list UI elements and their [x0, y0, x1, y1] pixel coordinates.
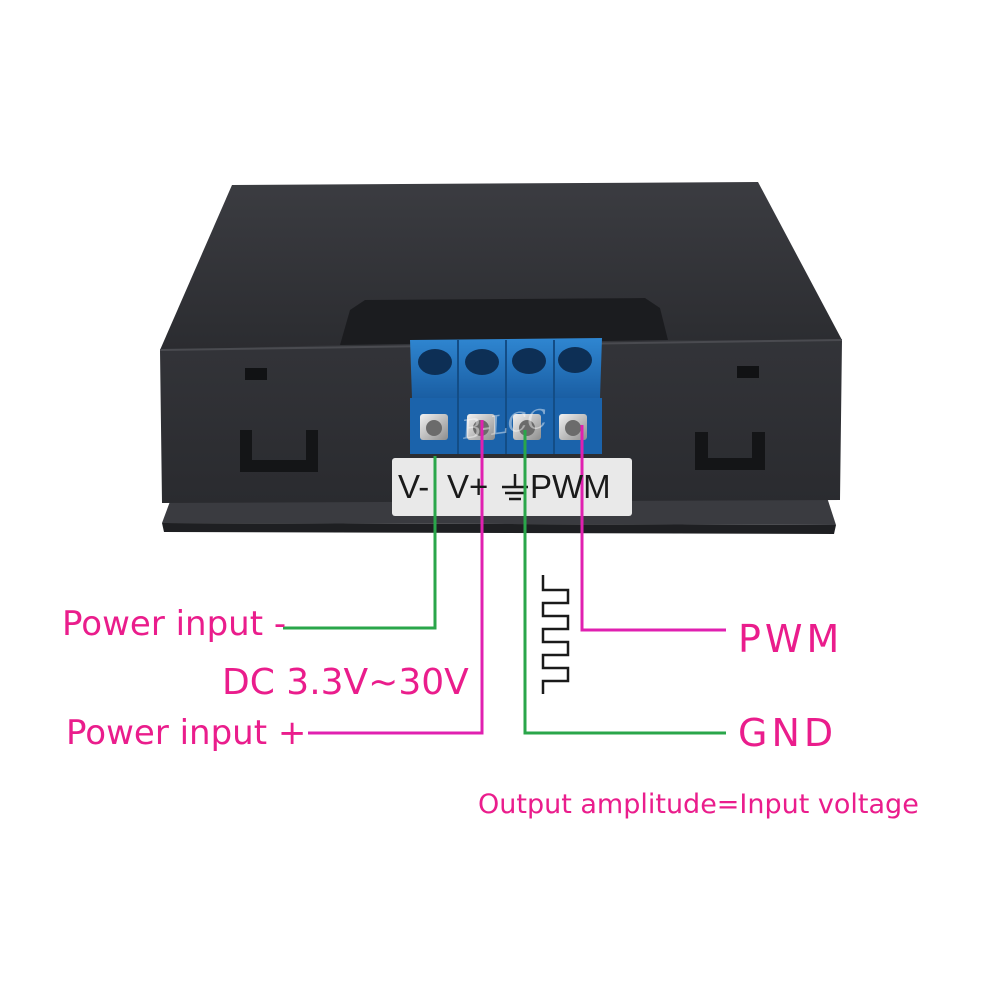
- wire-power-minus: [283, 456, 437, 630]
- left-clip-slot-top: [245, 368, 267, 380]
- pin-label-v-minus: V-: [398, 468, 430, 505]
- label-gnd: GND: [738, 711, 838, 755]
- square-wave-icon: [541, 575, 570, 694]
- pin-label-v-plus: V+: [447, 468, 489, 505]
- wire-pwm: [580, 425, 726, 632]
- terminal-screw: [559, 414, 587, 440]
- pin-label-pwm: PWM: [530, 468, 611, 505]
- right-clip-slot-top: [737, 366, 759, 378]
- label-power-input-minus: Power input -: [62, 604, 287, 644]
- label-voltage-range: DC 3.3V~30V: [222, 662, 469, 703]
- label-output-note: Output amplitude=Input voltage: [478, 789, 919, 820]
- case-flange-shadow: [162, 523, 836, 534]
- terminal-screw: [420, 414, 448, 440]
- label-power-input-plus: Power input +: [66, 713, 307, 753]
- label-pwm: PWM: [738, 617, 844, 661]
- right-clip-bracket: [695, 432, 765, 470]
- case-notch-recess: [340, 298, 668, 345]
- case-top: [160, 182, 842, 350]
- ground-icon: [502, 474, 528, 501]
- left-clip-bracket: [240, 430, 318, 472]
- wire-gnd: [523, 430, 726, 735]
- terminal-screw: [513, 414, 541, 440]
- wire-power-plus: [308, 420, 484, 735]
